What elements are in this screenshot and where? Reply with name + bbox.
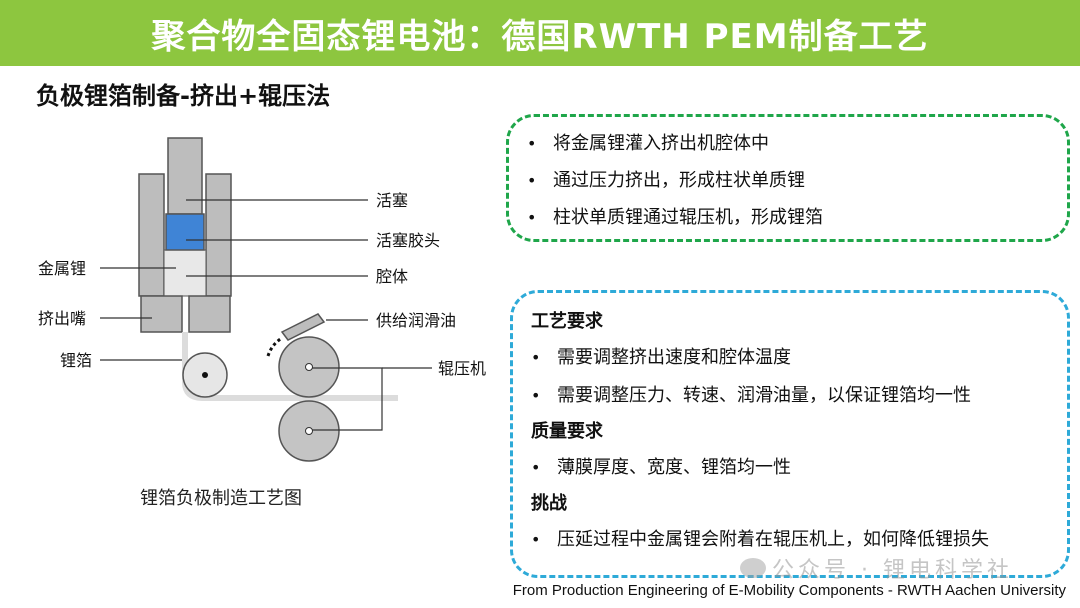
page-title: 聚合物全固态锂电池：德国RWTH PEM制备工艺 xyxy=(151,16,929,57)
requirements-box: 工艺要求 • 需要调整挤出速度和腔体温度 • 需要调整压力、转速、润滑油量，以保… xyxy=(510,290,1070,578)
bullet-dot: • xyxy=(527,134,537,153)
list-item: • 薄膜厚度、宽度、锂箔均一性 xyxy=(531,449,1049,487)
list-item: • 需要调整压力、转速、润滑油量，以保证锂箔均一性 xyxy=(531,377,1049,415)
bullet-dot: • xyxy=(527,171,537,190)
nozzle-left xyxy=(140,295,183,333)
label-lubricant: 供给润滑油 xyxy=(376,311,456,330)
heading-process-requirements: 工艺要求 xyxy=(531,311,603,332)
list-item: • 将金属锂灌入挤出机腔体中 xyxy=(527,125,1049,162)
label-roller: 辊压机 xyxy=(438,359,486,378)
watermark-text: 公众号 · 锂电科学社 xyxy=(772,558,1013,583)
bullet-dot: • xyxy=(527,208,537,227)
title-banner: 聚合物全固态锂电池：德国RWTH PEM制备工艺 xyxy=(0,0,1080,66)
barrel-left-wall xyxy=(138,173,165,297)
heading-challenges: 挑战 xyxy=(531,493,567,514)
bullet-dot: • xyxy=(531,458,541,477)
label-piston-rubber: 活塞胶头 xyxy=(376,231,440,250)
label-metal-lithium: 金属锂 xyxy=(38,259,86,278)
process-steps-box: • 将金属锂灌入挤出机腔体中 • 通过压力挤出，形成柱状单质锂 • 柱状单质锂通… xyxy=(506,114,1070,242)
label-foil: 锂箔 xyxy=(60,351,92,370)
list-item: • 通过压力挤出，形成柱状单质锂 xyxy=(527,162,1049,199)
wechat-icon xyxy=(740,558,766,578)
section-subtitle: 负极锂箔制备-挤出+辊压法 xyxy=(36,82,331,110)
bullet-dot: • xyxy=(531,348,541,367)
extrusion-diagram: 活塞 活塞胶头 腔体 金属锂 挤出嘴 锂箔 供给润滑油 辊压机 xyxy=(38,137,486,462)
piston-rubber-head xyxy=(165,213,205,251)
list-item: • 压延过程中金属锂会附着在辊压机上，如何降低锂损失 xyxy=(531,521,1049,559)
nozzle-right xyxy=(188,295,231,333)
piston-rod xyxy=(167,137,203,215)
list-item: • 柱状单质锂通过辊压机，形成锂箔 xyxy=(527,199,1049,236)
cavity-lithium xyxy=(163,249,207,297)
watermark: 公众号 · 锂电科学社 xyxy=(740,552,1013,584)
barrel-right-wall xyxy=(205,173,232,297)
diagram-caption: 锂箔负极制造工艺图 xyxy=(140,488,302,509)
label-nozzle: 挤出嘴 xyxy=(38,309,86,328)
bullet-dot: • xyxy=(531,386,541,405)
label-piston: 活塞 xyxy=(376,191,408,210)
list-item: • 需要调整挤出速度和腔体温度 xyxy=(531,339,1049,377)
source-footer: From Production Engineering of E-Mobilit… xyxy=(512,582,1066,599)
heading-quality-requirements: 质量要求 xyxy=(531,421,603,442)
bullet-dot: • xyxy=(531,530,541,549)
lubricant-feeder xyxy=(280,313,326,341)
label-cavity: 腔体 xyxy=(376,267,408,286)
lubricant-dashes xyxy=(266,336,283,357)
